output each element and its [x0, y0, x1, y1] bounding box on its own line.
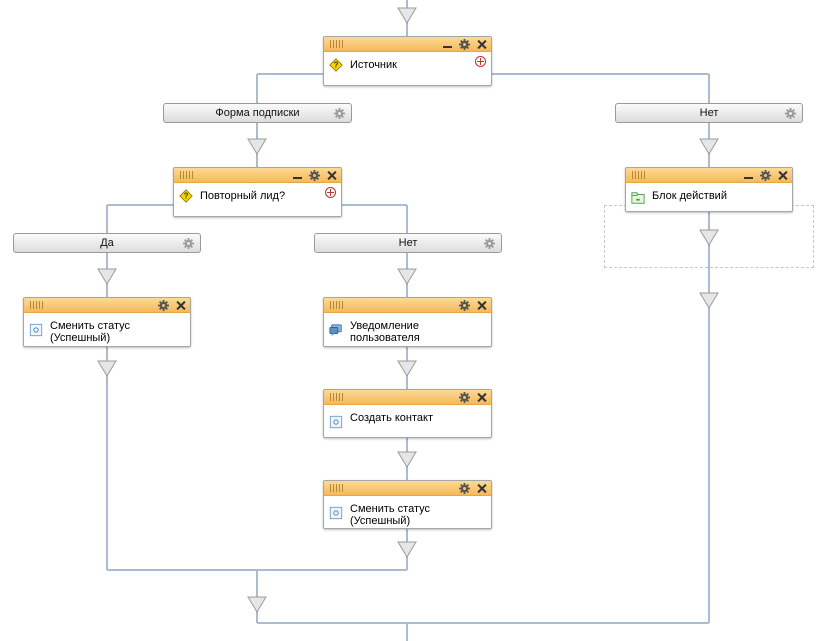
block-header[interactable] — [324, 298, 491, 313]
branch-label: Да — [100, 237, 114, 249]
gear-icon[interactable] — [459, 38, 470, 50]
drag-handle-icon[interactable] — [180, 171, 194, 179]
folder-icon — [631, 192, 645, 204]
block-header[interactable] — [324, 37, 491, 52]
branch-subscription-form[interactable]: Форма подписки — [163, 103, 352, 123]
block-source[interactable]: ? Источник — [323, 36, 492, 86]
block-header[interactable] — [324, 390, 491, 405]
gear-icon[interactable] — [760, 169, 771, 181]
gear-icon[interactable] — [334, 108, 345, 119]
condition-icon: ? — [179, 189, 193, 203]
minimize-icon[interactable] — [743, 170, 754, 181]
block-label: Уведомление пользователя — [350, 320, 420, 344]
add-branch-button[interactable] — [325, 187, 336, 198]
drag-handle-icon[interactable] — [330, 484, 344, 492]
close-icon[interactable] — [476, 39, 487, 50]
close-icon[interactable] — [476, 483, 487, 494]
drag-handle-icon[interactable] — [30, 301, 44, 309]
block-label: Источник — [350, 59, 397, 71]
block-repeat-lead[interactable]: ? Повторный лид? — [173, 167, 342, 217]
block-header[interactable] — [626, 168, 792, 183]
activity-icon — [329, 415, 343, 429]
drag-handle-icon[interactable] — [632, 171, 646, 179]
block-label: Сменить статус (Успешный) — [350, 503, 430, 527]
minimize-icon[interactable] — [442, 39, 453, 50]
svg-text:?: ? — [334, 61, 339, 70]
branch-label: Форма подписки — [215, 107, 300, 119]
branch-label: Нет — [699, 107, 719, 119]
activity-icon — [329, 506, 343, 520]
block-label: Сменить статус (Успешный) — [50, 320, 130, 344]
gear-icon[interactable] — [309, 169, 320, 181]
drag-handle-icon[interactable] — [330, 393, 344, 401]
close-icon[interactable] — [777, 170, 788, 181]
flow-arrow-icon — [97, 7, 719, 613]
block-action-block[interactable]: Блок действий — [625, 167, 793, 212]
activity-icon — [29, 323, 43, 337]
block-label: Создать контакт — [350, 412, 433, 424]
block-set-status-no[interactable]: Сменить статус (Успешный) — [323, 480, 492, 529]
branch-label: Нет — [398, 237, 418, 249]
block-label: Повторный лид? — [200, 190, 286, 202]
branch-yes[interactable]: Да — [13, 233, 201, 253]
block-header[interactable] — [174, 168, 341, 183]
gear-icon[interactable] — [785, 108, 796, 119]
gear-icon[interactable] — [459, 482, 470, 494]
condition-icon: ? — [329, 58, 343, 72]
gear-icon[interactable] — [158, 299, 169, 311]
block-set-status-yes[interactable]: Сменить статус (Успешный) — [23, 297, 191, 347]
svg-text:?: ? — [184, 192, 189, 201]
add-branch-button[interactable] — [475, 56, 486, 67]
close-icon[interactable] — [326, 170, 337, 181]
gear-icon[interactable] — [183, 238, 194, 249]
branch-no-right[interactable]: Нет — [615, 103, 803, 123]
block-create-contact[interactable]: Создать контакт — [323, 389, 492, 438]
action-block-drop-zone — [604, 205, 814, 268]
close-icon[interactable] — [175, 300, 186, 311]
block-header[interactable] — [24, 298, 190, 313]
branch-no-middle[interactable]: Нет — [314, 233, 502, 253]
block-header[interactable] — [324, 481, 491, 496]
gear-icon[interactable] — [484, 238, 495, 249]
block-user-notify[interactable]: Уведомление пользователя — [323, 297, 492, 347]
drag-handle-icon[interactable] — [330, 301, 344, 309]
block-label: Блок действий — [652, 190, 727, 202]
message-icon — [329, 324, 342, 337]
drag-handle-icon[interactable] — [330, 40, 344, 48]
gear-icon[interactable] — [459, 299, 470, 311]
close-icon[interactable] — [476, 300, 487, 311]
close-icon[interactable] — [476, 392, 487, 403]
minimize-icon[interactable] — [292, 170, 303, 181]
gear-icon[interactable] — [459, 391, 470, 403]
